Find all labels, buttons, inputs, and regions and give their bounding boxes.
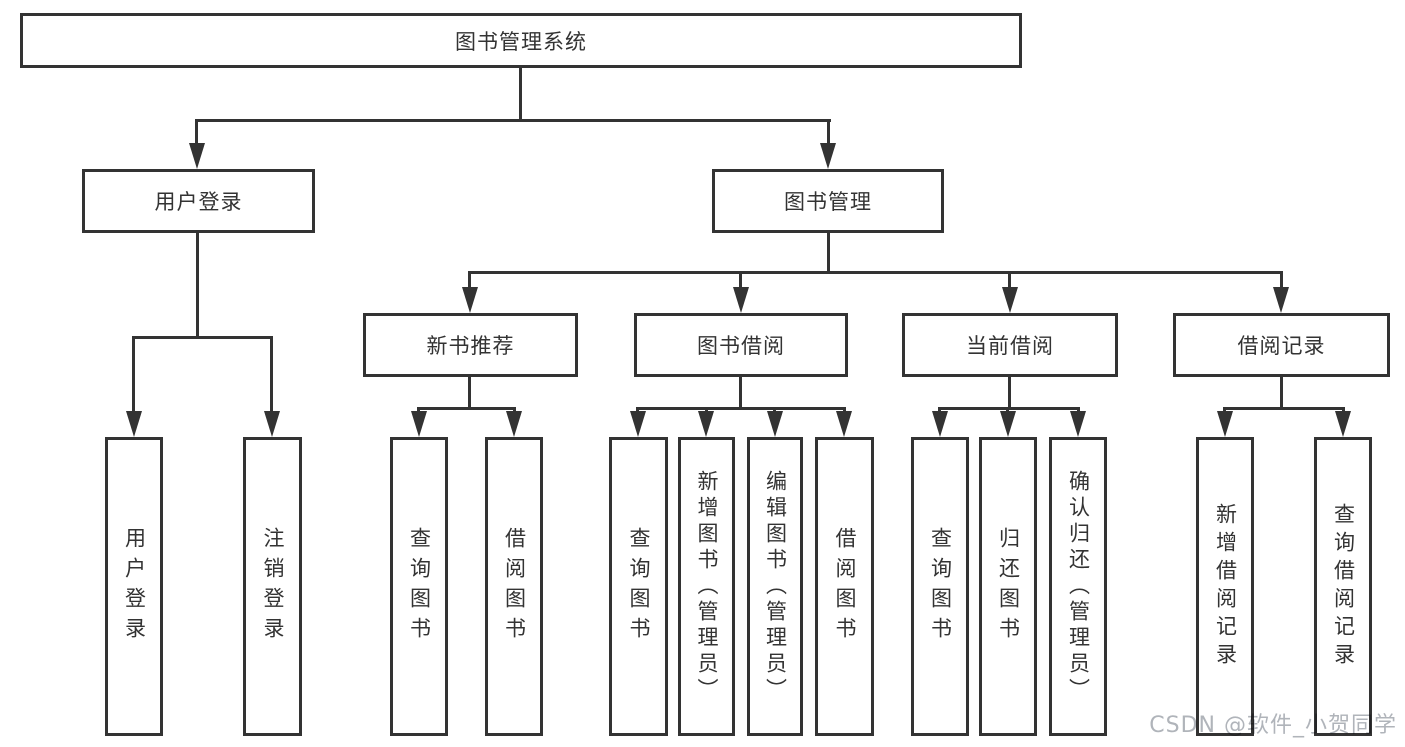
node-root: 图书管理系统 [20,13,1022,68]
arrow-down-icon [932,411,948,437]
leaf-query-book-3: 查询图书 [911,437,969,736]
leaf-confirm-return-admin: 确认归还（管理员） [1049,437,1107,736]
arrow-down-icon [820,143,836,169]
connector-segment [468,271,1283,274]
leaf-label: 借阅图书 [833,526,858,647]
arrow-down-icon [698,411,714,437]
arrow-down-icon [1000,411,1016,437]
leaf-label: 查询图书 [407,526,432,647]
connector-segment [519,66,522,122]
connector-segment [1008,377,1011,410]
connector-segment [827,233,830,274]
leaf-label: 新增借阅记录 [1213,502,1238,671]
connector-segment [132,336,273,339]
connector-segment [739,271,742,291]
leaf-user-login: 用户登录 [105,437,163,736]
leaf-return-book: 归还图书 [979,437,1037,736]
arrow-down-icon [411,411,427,437]
arrow-down-icon [767,411,783,437]
connector-segment [468,271,471,291]
connector-segment [1280,271,1283,291]
leaf-query-borrow-record: 查询借阅记录 [1314,437,1372,736]
connector-segment [739,377,742,410]
arrow-down-icon [189,143,205,169]
arrow-down-icon [1273,287,1289,313]
connector-segment [195,119,198,149]
connector-segment [1223,407,1345,410]
leaf-logout: 注销登录 [243,437,302,736]
leaf-query-book-1: 查询图书 [390,437,448,736]
csdn-watermark: CSDN @软件_小贺同学 [1149,713,1397,738]
node-book-mgmt: 图书管理 [712,169,944,233]
leaf-label: 确认归还（管理员） [1066,469,1091,704]
leaf-label: 借阅图书 [502,526,527,647]
connector-segment [827,119,830,149]
connector-segment [636,407,846,410]
node-user-login: 用户登录 [82,169,315,233]
connector-segment [938,407,1080,410]
arrow-down-icon [506,411,522,437]
connector-segment [468,377,471,410]
leaf-label: 新增图书（管理员） [695,469,720,704]
leaf-borrow-book-1: 借阅图书 [485,437,543,736]
connector-segment [1008,271,1011,291]
arrow-down-icon [462,287,478,313]
arrow-down-icon [1002,287,1018,313]
connector-segment [417,407,516,410]
leaf-label: 注销登录 [261,526,286,647]
connector-segment [196,233,199,339]
node-book-borrow: 图书借阅 [634,313,848,377]
node-current-borrow: 当前借阅 [902,313,1118,377]
connector-segment [195,119,831,122]
arrow-down-icon [126,411,142,437]
node-book-mgmt-label: 图书管理 [784,190,872,214]
node-book-borrow-label: 图书借阅 [697,334,785,358]
leaf-edit-book-admin: 编辑图书（管理员） [747,437,803,736]
leaf-add-borrow-record: 新增借阅记录 [1196,437,1254,736]
arrow-down-icon [264,411,280,437]
connector-segment [132,336,135,416]
arrow-down-icon [1335,411,1351,437]
node-borrow-records: 借阅记录 [1173,313,1390,377]
leaf-borrow-book-2: 借阅图书 [815,437,874,736]
connector-segment [270,336,273,416]
leaf-label: 归还图书 [996,526,1021,647]
leaf-label: 编辑图书（管理员） [763,469,788,704]
leaf-query-book-2: 查询图书 [609,437,668,736]
leaf-label: 查询图书 [928,526,953,647]
arrow-down-icon [630,411,646,437]
arrow-down-icon [1070,411,1086,437]
arrow-down-icon [1217,411,1233,437]
leaf-label: 查询借阅记录 [1331,502,1356,671]
leaf-label: 用户登录 [122,526,147,647]
node-borrow-records-label: 借阅记录 [1237,334,1326,358]
node-current-borrow-label: 当前借阅 [966,334,1054,358]
connector-segment [1280,377,1283,410]
arrow-down-icon [836,411,852,437]
leaf-add-book-admin: 新增图书（管理员） [678,437,735,736]
node-user-login-label: 用户登录 [154,190,243,214]
arrow-down-icon [733,287,749,313]
node-new-book-label: 新书推荐 [426,334,515,358]
node-root-label: 图书管理系统 [455,29,587,54]
leaf-label: 查询图书 [627,526,652,647]
node-new-book: 新书推荐 [363,313,578,377]
